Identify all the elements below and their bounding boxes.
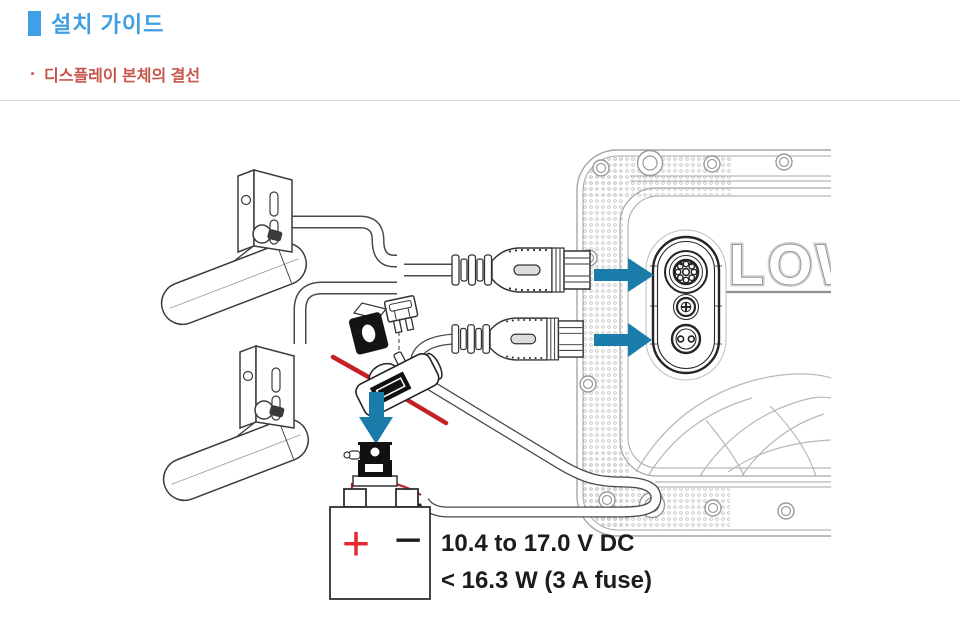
power-spec-line1: 10.4 to 17.0 V DC <box>441 530 634 557</box>
battery-positive-label: + <box>342 518 370 571</box>
subtitle-text: 디스플레이 본체의 결선 <box>44 68 201 85</box>
brand-logo: LOW LOW <box>718 231 874 300</box>
network-port <box>672 293 700 321</box>
header-accent-bar <box>28 10 41 36</box>
power-spec-line2: < 16.3 W (3 A fuse) <box>441 567 652 594</box>
arrow-down-icon <box>359 392 393 444</box>
brand-logo-halo: LOW <box>729 233 874 297</box>
blade-fuse <box>383 295 419 334</box>
power-port-arrow-icon <box>594 323 652 357</box>
battery-positive-terminal <box>343 488 367 508</box>
subtitle-bullet: · <box>30 64 36 84</box>
connector-power <box>451 317 584 361</box>
battery-negative-terminal <box>395 488 419 508</box>
power-port <box>670 323 702 355</box>
page-title: 설치 가이드 <box>51 12 165 37</box>
fuse-wire-red <box>330 354 449 426</box>
transducer-1 <box>154 169 314 332</box>
transducer-cable-2 <box>293 281 397 344</box>
content-divider <box>0 100 960 101</box>
transducer-2 <box>156 345 316 508</box>
section-header: 설치 가이드 <box>28 7 164 39</box>
brand-logo-text: LOW <box>729 233 874 297</box>
wave-engraving <box>635 373 831 477</box>
section-subheading: · 디스플레이 본체의 결선 <box>30 62 200 86</box>
connector-pod <box>645 229 727 381</box>
wiring-diagram: LOW LOW <box>154 149 874 600</box>
battery-fuse <box>343 442 398 487</box>
transducer-cable-1 <box>290 215 401 268</box>
battery-negative-label: − <box>394 514 422 567</box>
display-back: LOW LOW <box>576 149 874 537</box>
battery: + − <box>329 488 431 600</box>
sonar-port <box>664 250 708 294</box>
connector-sonar <box>451 247 591 293</box>
sonar-port-arrow-icon <box>594 258 654 292</box>
